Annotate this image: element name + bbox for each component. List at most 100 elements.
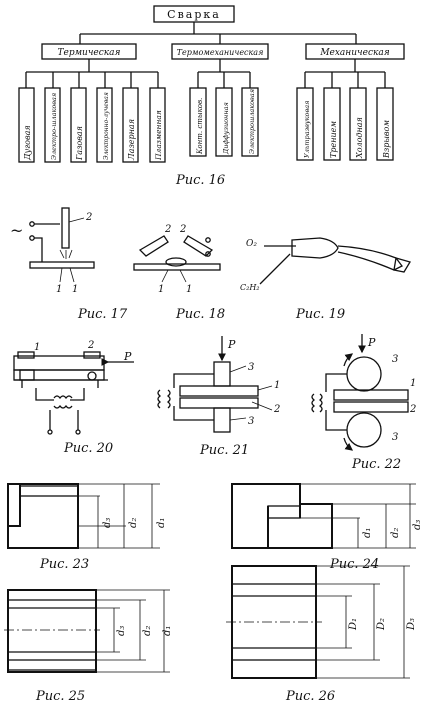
fig22-label-2: 2 [409, 404, 416, 415]
sheet-top [333, 389, 409, 401]
leaf-label-diffusion: Диффузионная [222, 102, 230, 155]
fig17-label-1b: 1 [72, 284, 78, 295]
fig23-d3: d₃ [102, 518, 113, 528]
workpiece [29, 261, 95, 269]
root-label: Сварка [167, 8, 221, 21]
fig24-caption: Рис. 24 [329, 557, 379, 572]
fig23-caption: Рис. 23 [39, 557, 89, 572]
leaf-label-electroslag-2: Электрошлаковая [248, 89, 256, 154]
fig18-caption: Рис. 18 [175, 307, 225, 322]
fig24-d3: d₃ [412, 520, 423, 530]
upper-electrode [213, 361, 231, 387]
fig22-force-p: P [367, 336, 376, 349]
acetylene-label: C₂H₂ [240, 283, 260, 292]
fig19-caption: Рис. 19 [295, 307, 345, 322]
leaf-label-explosion: Взрывом [382, 120, 391, 159]
leaf-label-plasma: Плазменная [154, 110, 163, 161]
fig17-arc-welding: ~ 2 1 1 Рис. 17 [10, 207, 128, 322]
leaf-box-diffusion: Диффузионная [215, 87, 233, 157]
leaf-box-electroslag: Электро-шлаковая [44, 87, 61, 163]
fig22-seam-welding: P 3 1 2 3 Рис. 22 [311, 334, 416, 472]
category-label-thermomechanical: Термомеханическая [177, 48, 264, 57]
fig18-label-1a: 1 [158, 284, 164, 295]
fig26-caption: Рис. 26 [285, 689, 335, 704]
fig25-d1: d₁ [162, 626, 173, 636]
fig20-caption: Рис. 20 [63, 441, 113, 456]
fig20-force-p: P [123, 350, 132, 363]
sheet-bottom [179, 397, 259, 409]
leaf-box-gas: Газовая [70, 87, 87, 163]
fig20-label-2: 2 [87, 340, 94, 351]
leaf-box-cold: Холодная [349, 87, 367, 161]
fig17-label-1a: 1 [56, 284, 62, 295]
leaf-label-cold: Холодная [355, 117, 364, 159]
leaf-box-butt-contact: Конт. стыков. [189, 87, 207, 157]
fig25-d3: d₃ [116, 626, 127, 636]
fig21-spot-welding: P 3 1 2 3 Рис. 21 [157, 336, 280, 458]
fig23-d1: d₁ [156, 518, 167, 528]
leaf-box-electron-beam: Электронно-лучевая [96, 87, 113, 163]
torch-handle [291, 237, 339, 259]
fig24-stepped-part: d₁ d₂ d₃ Рис. 24 [231, 483, 423, 572]
leaf-box-ultrasonic: Ультразвуковая [296, 87, 314, 161]
fig24-d2: d₂ [390, 528, 401, 538]
leaf-box-laser: Лазерная [122, 87, 139, 163]
category-label-mechanical: Механическая [319, 48, 389, 58]
leaf-label-butt-contact: Конт. стыков. [196, 98, 204, 155]
leaf-box-arc: Дуговая [18, 87, 35, 163]
fig16-tree: Сварка Термическая Термомеханическая Мех… [18, 5, 405, 188]
fig26-D2: D₂ [376, 618, 387, 631]
fig22-label-3b: 3 [392, 432, 398, 443]
sheet-bottom [333, 401, 409, 413]
lower-electrode [213, 407, 231, 433]
fig17-label-2: 2 [85, 212, 92, 223]
fig22-caption: Рис. 22 [351, 457, 401, 472]
leaf-box-friction: Трением [323, 87, 341, 161]
leaf-box-explosion: Взрывом [376, 87, 394, 161]
leaf-label-arc: Дуговая [23, 125, 32, 161]
leaf-box-plasma: Плазменная [149, 87, 166, 163]
fig16-caption: Рис. 16 [175, 173, 225, 188]
fig18-label-2b: 2 [179, 224, 186, 235]
fig21-caption: Рис. 21 [199, 443, 249, 458]
electrode [61, 207, 70, 249]
fig26-D3: D₃ [406, 618, 417, 631]
lower-roller [346, 412, 382, 448]
leaf-label-gas: Газовая [75, 126, 84, 161]
fig22-label-3a: 3 [392, 354, 398, 365]
electrode-right [183, 235, 214, 257]
fig23-stepped-part: d₃ d₂ d₁ Рис. 23 [7, 483, 167, 572]
fig25-tube-section: d₃ d₂ d₁ Рис. 25 [4, 589, 173, 704]
fig19-gas-torch: O₂ C₂H₂ Рис. 19 [240, 237, 411, 322]
fig24-d1: d₁ [362, 528, 373, 538]
fig21-label-2: 2 [273, 404, 280, 415]
fig21-force-p: P [227, 338, 236, 351]
workpiece [133, 263, 221, 271]
fig22-label-1: 1 [410, 378, 416, 389]
fig21-label-1: 1 [274, 380, 280, 391]
fig17-caption: Рис. 17 [77, 307, 128, 322]
fig23-d2: d₂ [128, 518, 139, 528]
fig18-carbon-arc: 2 2 1 1 Рис. 18 [133, 224, 225, 322]
leaf-label-electron-beam: Электронно-лучевая [103, 92, 110, 160]
electrode-left [138, 235, 169, 257]
leaf-label-laser: Лазерная [127, 119, 136, 161]
fig25-d2: d₂ [142, 626, 153, 636]
ac-symbol: ~ [10, 221, 23, 240]
fig18-label-2a: 2 [164, 224, 171, 235]
upper-roller [346, 356, 382, 392]
sheet-top [179, 385, 259, 397]
fig21-label-3b: 3 [248, 416, 254, 427]
leaf-label-ultrasonic: Ультразвуковая [303, 101, 311, 158]
leaf-label-friction: Трением [329, 121, 338, 158]
fig20-label-1: 1 [34, 342, 40, 353]
fig20-butt-welding: 1 2 P Рис. 20 [13, 340, 134, 456]
fig18-label-1b: 1 [186, 284, 192, 295]
fig21-label-3a: 3 [248, 362, 254, 373]
category-label-thermal: Термическая [57, 48, 120, 58]
oxygen-label: O₂ [246, 239, 257, 249]
leaf-box-electroslag-2: Электрошлаковая [241, 87, 259, 157]
leaf-label-electroslag: Электро-шлаковая [50, 93, 58, 160]
fig25-caption: Рис. 25 [35, 689, 85, 704]
